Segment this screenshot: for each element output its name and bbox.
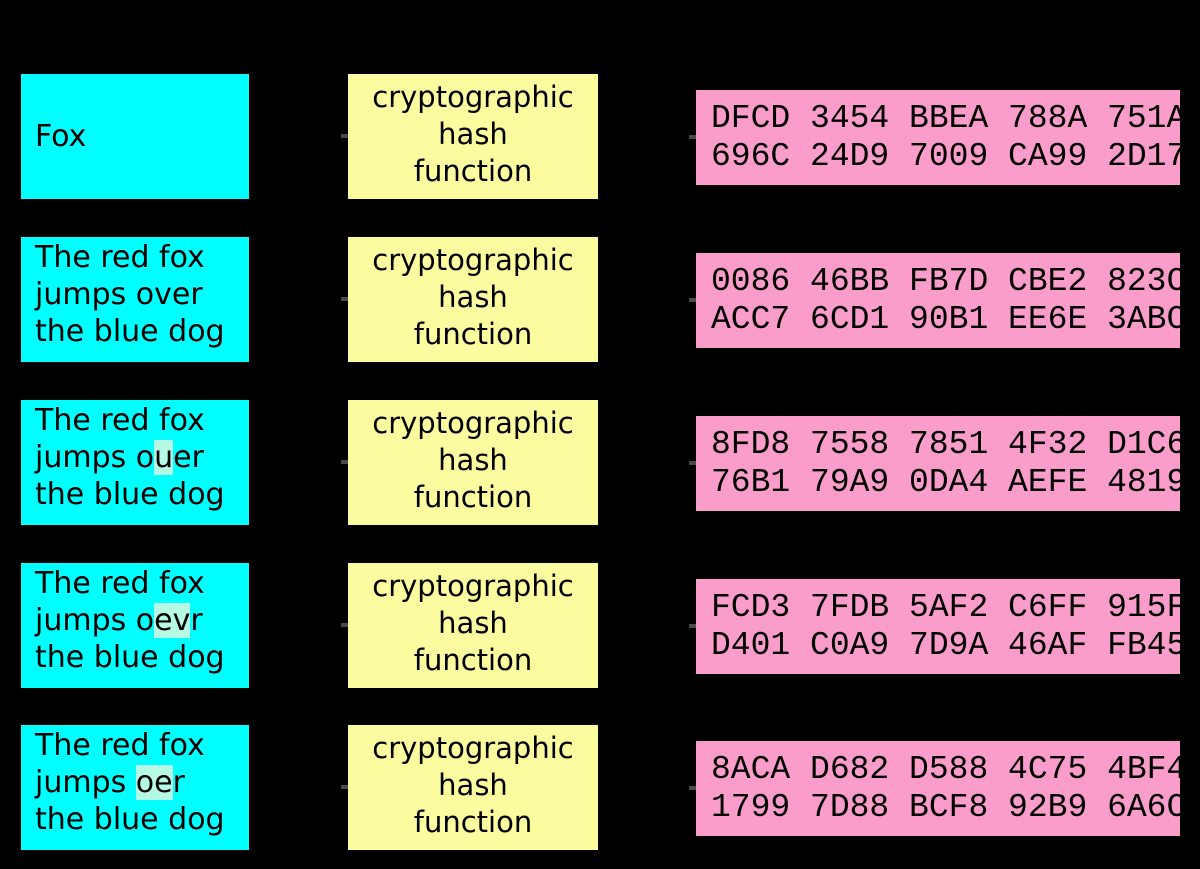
hash-demo-row: The red fox jumps ouer the blue dog cryp… [0,400,1200,525]
input-text: r [172,765,185,800]
hash-function-label: hash [438,117,508,151]
input-text: er [173,440,204,475]
arrowhead-tip-icon [689,298,696,302]
digest-box: DFCD 3454 BBEA 788A 751A 696C 24D9 7009 … [696,90,1180,185]
input-text: the blue dog [35,640,225,675]
hash-function-label: cryptographic [372,243,574,277]
input-text-line: The red fox [35,239,243,276]
hash-function-box: cryptographic hash function [348,74,598,199]
input-text-line: the blue dog [35,801,243,838]
input-text-line: the blue dog [35,639,243,676]
hash-function-label: hash [438,443,508,477]
input-text: Fox [35,119,87,154]
input-text: The red fox [35,728,205,763]
hash-function-label: hash [438,280,508,314]
digest-box: 8ACA D682 D588 4C75 4BF4 1799 7D88 BCF8 … [696,741,1180,836]
arrowhead-tip-icon [341,297,348,301]
digest-hex-line: 696C 24D9 7009 CA99 2D17 [711,138,1180,175]
digest-box: 0086 46BB FB7D CBE2 823C ACC7 6CD1 90B1 … [696,253,1180,348]
hash-function-box: cryptographic hash function [348,563,598,688]
input-text: jumps o [35,440,155,475]
input-box: The red fox jumps oevr the blue dog [21,563,249,688]
arrowhead-tip-icon [341,134,348,138]
arrowhead-tip-icon [689,135,696,139]
digest-hex-line: 8FD8 7558 7851 4F32 D1C6 [711,426,1180,463]
digest-hex-line: FCD3 7FDB 5AF2 C6FF 915F [711,589,1180,626]
input-text-line: The red fox [35,402,243,439]
input-text: jumps over [35,277,203,312]
input-text: the blue dog [35,314,225,349]
input-box: Fox [21,74,249,199]
input-text-line: jumps ouer [35,439,243,476]
digest-hex-line: 76B1 79A9 0DA4 AEFE 4819 [711,464,1180,501]
digest-hex-line: 0086 46BB FB7D CBE2 823C [711,263,1180,300]
input-text: The red fox [35,403,205,438]
changed-letters-highlight: ev [154,603,191,638]
digest-hex-line: D401 C0A9 7D9A 46AF FB45 [711,627,1180,664]
input-text: jumps o [35,603,155,638]
changed-letters-highlight: oe [135,765,173,800]
hash-demo-row: The red fox jumps oevr the blue dog cryp… [0,563,1200,688]
arrowhead-tip-icon [341,623,348,627]
hash-function-label: cryptographic [372,406,574,440]
hash-function-label: function [413,805,533,839]
input-box: The red fox jumps oer the blue dog [21,725,249,850]
arrowhead-tip-icon [689,786,696,790]
hash-demo-row: The red fox jumps over the blue dog cryp… [0,237,1200,362]
input-text: The red fox [35,240,205,275]
changed-letters-highlight: u [154,440,174,475]
input-text-line: jumps over [35,276,243,313]
input-box: The red fox jumps ouer the blue dog [21,400,249,525]
input-text-line: the blue dog [35,313,243,350]
arrowhead-tip-icon [341,785,348,789]
input-text-line: jumps oevr [35,602,243,639]
input-text: the blue dog [35,477,225,512]
hash-function-label: hash [438,606,508,640]
digest-hex-line: 8ACA D682 D588 4C75 4BF4 [711,751,1180,788]
hash-function-label: function [413,480,533,514]
digest-hex-line: 1799 7D88 BCF8 92B9 6A6C [711,789,1180,826]
digest-hex-line: DFCD 3454 BBEA 788A 751A [711,100,1180,137]
digest-box: 8FD8 7558 7851 4F32 D1C6 76B1 79A9 0DA4 … [696,416,1180,511]
hash-function-box: cryptographic hash function [348,400,598,525]
input-text: the blue dog [35,802,225,837]
hash-demo-row: The red fox jumps oer the blue dog crypt… [0,725,1200,850]
hash-demo-row: Fox cryptographic hash function DFCD 345… [0,74,1200,199]
hash-function-label: cryptographic [372,80,574,114]
input-box: The red fox jumps over the blue dog [21,237,249,362]
arrowhead-tip-icon [689,624,696,628]
input-text-line: jumps oer [35,764,243,801]
hash-function-label: function [413,643,533,677]
hash-function-label: cryptographic [372,569,574,603]
hash-function-label: cryptographic [372,731,574,765]
arrowhead-tip-icon [689,461,696,465]
input-text-line: the blue dog [35,476,243,513]
digest-hex-line: ACC7 6CD1 90B1 EE6E 3ABC [711,301,1180,338]
digest-box: FCD3 7FDB 5AF2 C6FF 915F D401 C0A9 7D9A … [696,579,1180,674]
input-text-line: The red fox [35,565,243,602]
hash-function-box: cryptographic hash function [348,237,598,362]
hash-function-label: function [413,154,533,188]
input-text-line: Fox [35,118,243,155]
input-text: r [190,603,203,638]
arrowhead-tip-icon [341,460,348,464]
input-text: The red fox [35,566,205,601]
input-text-line: The red fox [35,727,243,764]
hash-function-label: hash [438,768,508,802]
input-text: jumps [35,765,136,800]
hash-function-label: function [413,317,533,351]
hash-function-box: cryptographic hash function [348,725,598,850]
